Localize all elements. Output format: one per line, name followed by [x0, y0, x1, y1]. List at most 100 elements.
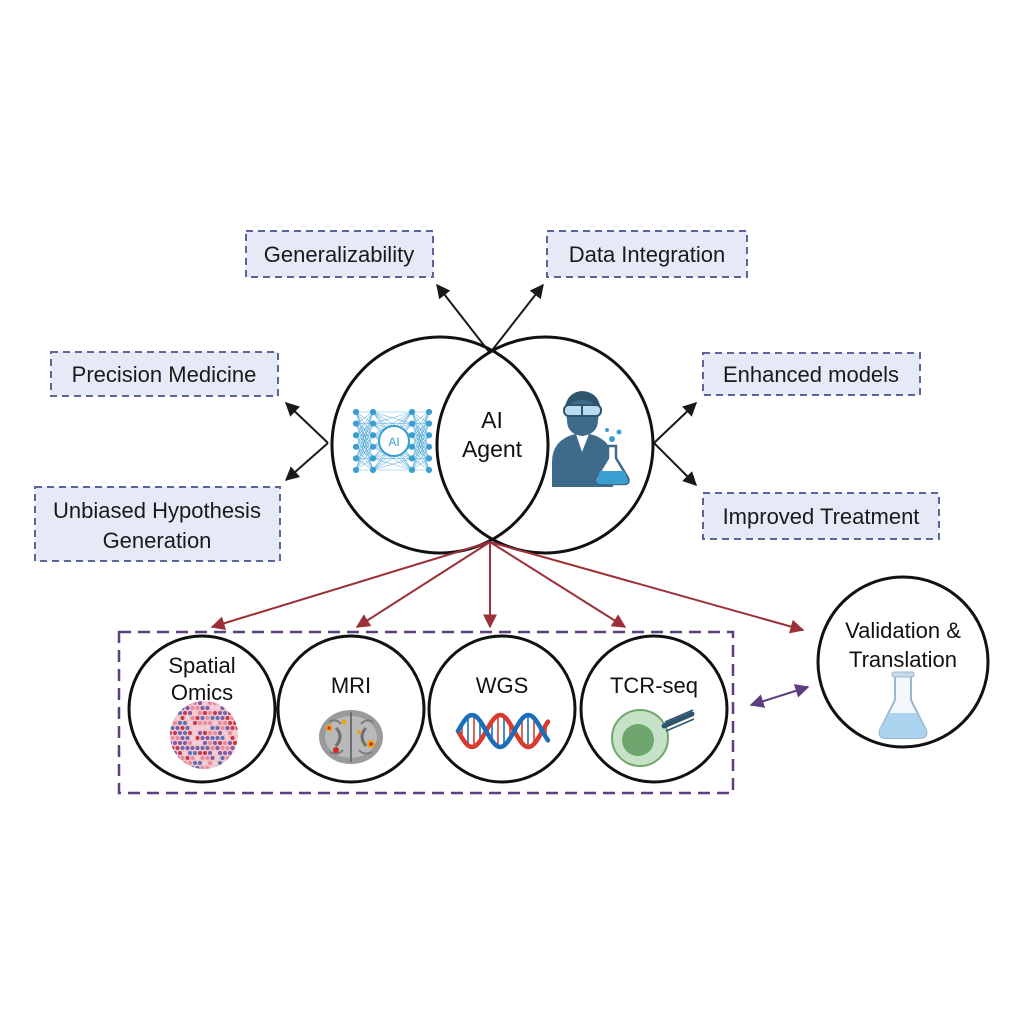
omics-spot	[173, 741, 177, 745]
modalities-container	[117, 630, 735, 795]
omics-spot	[223, 731, 227, 735]
omics-spot	[190, 756, 195, 760]
network-node	[425, 455, 433, 462]
network-edge	[372, 411, 413, 424]
network-node	[408, 408, 416, 416]
network-edge	[355, 411, 374, 424]
modality-mri: MRI	[276, 634, 426, 784]
network-edge	[411, 411, 430, 436]
validation-line2-label: Translation	[849, 647, 957, 672]
network-edge	[372, 458, 413, 471]
benefit-improved-treatment: Improved Treatment	[702, 492, 940, 540]
omics-spot	[230, 726, 235, 730]
network-node	[352, 420, 360, 427]
omics-spot	[223, 751, 227, 755]
omics-spot	[208, 751, 212, 755]
precision-medicine-label: Precision Medicine	[72, 362, 257, 387]
omics-spot	[175, 726, 180, 730]
scientist-circle	[435, 335, 655, 555]
omics-spot	[193, 761, 197, 765]
omics-spot	[200, 746, 205, 750]
improved-treatment-label: Improved Treatment	[723, 504, 920, 529]
omics-spot	[185, 716, 190, 720]
omics-spot	[193, 751, 197, 755]
omics-spot	[188, 721, 192, 725]
network-node	[369, 443, 377, 450]
omics-spot	[173, 731, 177, 735]
unbiased-line1-label: Unbiased Hypothesis	[53, 498, 261, 523]
omics-spot	[233, 731, 237, 735]
arrow-to-generalizability	[436, 283, 491, 354]
flask-icon	[878, 671, 928, 739]
omics-spot	[170, 731, 172, 735]
omics-spot	[185, 726, 190, 730]
network-node	[408, 443, 416, 450]
omics-spot	[200, 706, 205, 710]
enhanced-models-label: Enhanced models	[723, 362, 899, 387]
network-edge	[355, 458, 374, 471]
network-node	[425, 432, 433, 439]
network-node	[408, 455, 416, 462]
network-edge	[411, 435, 430, 471]
omics-spot	[178, 731, 182, 735]
omics-spot	[198, 731, 202, 735]
omics-spot	[195, 736, 200, 740]
omics-spot	[225, 716, 230, 720]
neural-network-icon	[352, 408, 433, 474]
dna-strand-red	[455, 712, 551, 750]
omics-spot	[188, 711, 192, 715]
omics-spot	[210, 756, 215, 760]
omics-spot	[198, 701, 202, 705]
omics-spot	[180, 746, 185, 750]
omics-spot	[218, 761, 222, 765]
omics-spot	[215, 746, 220, 750]
network-edge	[411, 458, 430, 471]
omics-spot	[178, 741, 182, 745]
omics-spot	[203, 731, 207, 735]
network-node	[408, 466, 416, 474]
omics-spot	[180, 716, 185, 720]
spatial-line1-label: Spatial	[168, 653, 235, 678]
omics-spot	[208, 731, 212, 735]
omics-spot	[218, 711, 222, 715]
data-integration-label: Data Integration	[569, 242, 726, 267]
omics-spot	[188, 741, 192, 745]
omics-spot	[188, 751, 192, 755]
omics-spot	[178, 711, 182, 715]
network-edge	[355, 411, 374, 436]
omics-spot	[175, 746, 180, 750]
omics-spot	[203, 721, 207, 725]
omics-spot	[208, 721, 212, 725]
omics-spot	[205, 726, 210, 730]
omics-spot	[210, 746, 215, 750]
network-edge	[355, 411, 374, 471]
network-edge	[355, 411, 374, 459]
omics-spot	[213, 751, 217, 755]
omics-spot	[170, 736, 175, 740]
omics-spot	[205, 706, 210, 710]
omics-spot	[185, 746, 190, 750]
omics-spot	[220, 726, 225, 730]
omics-spot	[188, 761, 192, 765]
network-node	[425, 408, 433, 416]
omics-spot	[235, 736, 238, 740]
omics-spot	[228, 741, 232, 745]
arrow-to-validation	[489, 541, 805, 634]
network-node	[352, 432, 360, 439]
omics-spot	[193, 731, 197, 735]
omics-spot	[200, 756, 205, 760]
network-node	[425, 420, 433, 427]
network-edge	[355, 435, 374, 471]
arrow-to-spatial-omics	[210, 541, 491, 631]
omics-spot	[198, 761, 202, 765]
benefit-generalizability: Generalizability	[245, 230, 434, 278]
omics-spot	[220, 756, 225, 760]
omics-spot	[220, 746, 225, 750]
omics-spot	[188, 731, 192, 735]
validation-line1-label: Validation &	[845, 618, 961, 643]
omics-spot	[208, 761, 212, 765]
spatial-omics-icon	[170, 701, 238, 769]
omics-spot	[205, 756, 210, 760]
omics-spot	[203, 761, 207, 765]
